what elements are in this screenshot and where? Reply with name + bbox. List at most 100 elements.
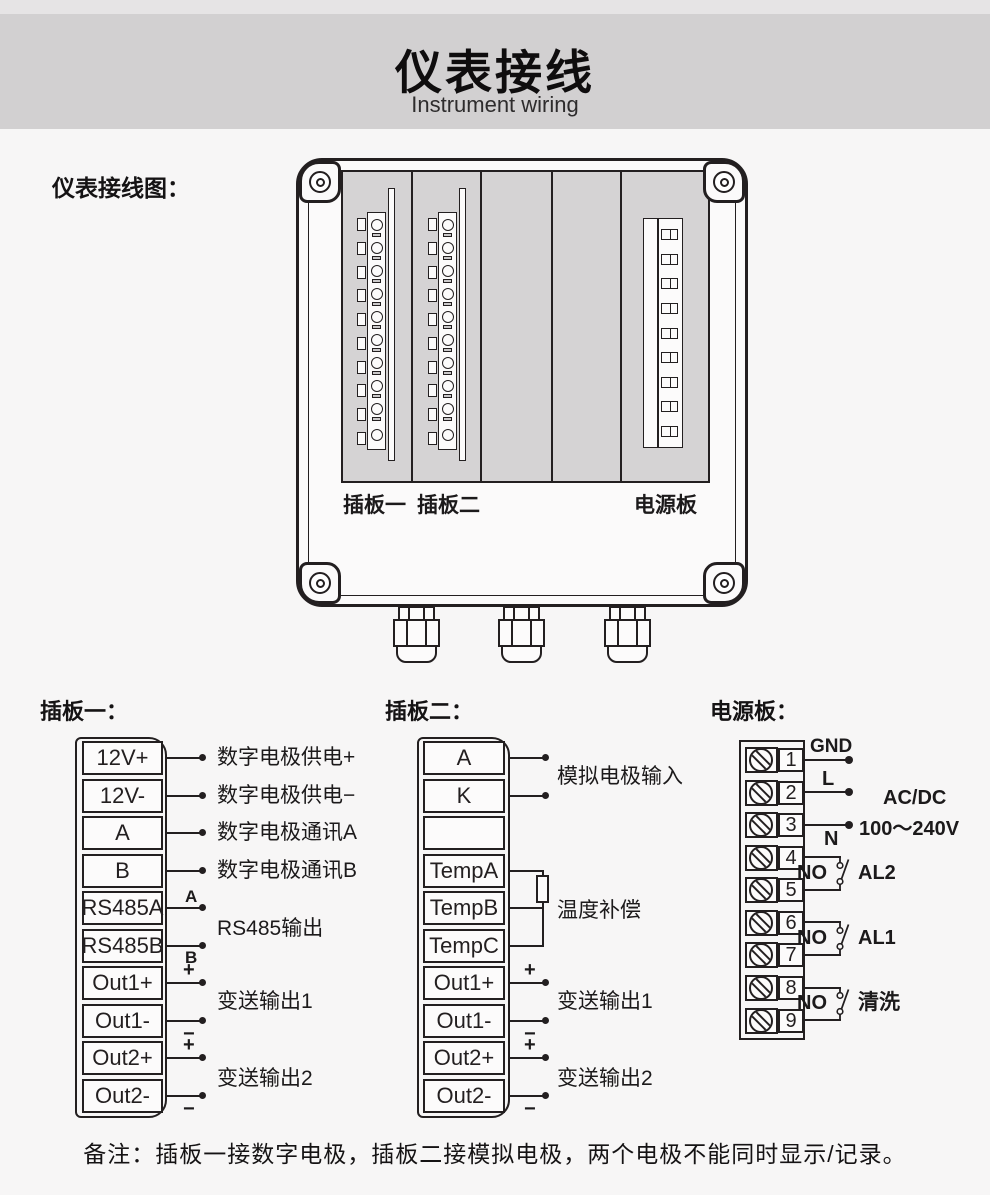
- board1-terminal-0: 12V+: [82, 741, 163, 775]
- junction-dot: [542, 1092, 549, 1099]
- sq-decoration: [428, 218, 437, 231]
- board2-analog-label: 模拟电极输入: [557, 765, 683, 788]
- page-subtitle: Instrument wiring: [411, 92, 579, 117]
- enclosure-power-label: 电源板: [634, 494, 697, 517]
- panel-divider: [411, 170, 413, 483]
- board2-temp-label: 温度补偿: [557, 899, 641, 922]
- wire: [167, 907, 200, 909]
- screw-icon: [749, 878, 773, 902]
- cable-gland: [498, 606, 545, 668]
- board1-terminal-9: Out2-: [82, 1079, 163, 1113]
- board2-out1-label: 变送输出1: [557, 990, 653, 1013]
- board2-terminal-8: Out2+: [423, 1041, 505, 1075]
- tunit-decoration: [439, 239, 456, 262]
- no-contact-label: NO: [797, 862, 827, 884]
- relay-contact-icon: [836, 922, 850, 955]
- power-terminal-9: 9: [778, 1009, 804, 1033]
- tunit-decoration: [439, 423, 456, 446]
- power-title: 电源板：: [710, 699, 799, 724]
- board1-wire-label-1: 数字电极供电−: [217, 784, 356, 807]
- junction-dot: [542, 1017, 549, 1024]
- neutral-label: N: [824, 828, 839, 850]
- board1-terminal-5: RS485B: [82, 929, 163, 963]
- power-terminal-4: 4: [778, 846, 804, 870]
- junction-dot: [542, 754, 549, 761]
- wire: [804, 1019, 841, 1021]
- remark-note: 备注：插板一接数字电极，插板二接模拟电极，两个电极不能同时显示/记录。: [83, 1141, 907, 1167]
- power-terminal-strip: [643, 218, 683, 448]
- board2-connector: [417, 737, 510, 1118]
- relay-al1-label: AL1: [858, 927, 896, 949]
- power-terminal-7: 7: [778, 943, 804, 967]
- temp-bus-wire: [542, 870, 544, 947]
- board1-terminal-3: B: [82, 854, 163, 888]
- cable-gland: [604, 606, 651, 668]
- pwrt-decoration: [661, 253, 678, 265]
- diagram-label: 仪表接线图：: [52, 175, 190, 201]
- rs485-a-annotation: A: [185, 887, 198, 906]
- sq-decoration: [428, 241, 437, 255]
- tunit-decoration: [368, 354, 385, 377]
- panel-divider: [551, 170, 553, 483]
- minus-annotation: −: [524, 1098, 536, 1120]
- power-terminal-1: 1: [778, 748, 804, 772]
- relay-clean-label: 清洗: [858, 991, 900, 1014]
- tunit-decoration: [368, 262, 385, 285]
- junction-dot: [542, 1054, 549, 1061]
- board1-wire-label-3: 数字电极通讯B: [217, 859, 358, 882]
- gland-nut: [393, 619, 440, 647]
- corner-tab: [703, 161, 745, 203]
- board2-terminal-4: TempB: [423, 891, 505, 925]
- sq-decoration: [428, 265, 437, 279]
- sq-decoration: [428, 408, 437, 422]
- tunit-decoration: [439, 262, 456, 285]
- board2-title: 插板二：: [385, 699, 474, 724]
- enclosure-board2-label: 插板二: [417, 494, 480, 517]
- board1-terminal-6: Out1+: [82, 966, 163, 1000]
- sq-decoration: [357, 408, 366, 422]
- board1-terminal-1: 12V-: [82, 779, 163, 813]
- panel-divider: [480, 170, 482, 483]
- board2-terminal-1: K: [423, 779, 505, 813]
- wire: [804, 954, 841, 956]
- minus-annotation: −: [183, 1098, 195, 1120]
- tunit-decoration: [439, 308, 456, 331]
- no-contact-label: NO: [797, 992, 827, 1014]
- tunit-decoration: [368, 216, 385, 239]
- tunit-decoration: [368, 308, 385, 331]
- plus-annotation: +: [524, 1034, 536, 1056]
- gland-nut: [498, 619, 545, 647]
- board2-terminal-6: Out1+: [423, 966, 505, 1000]
- cable-gland: [393, 606, 440, 668]
- board1-wire-label-2: 数字电极通讯A: [217, 821, 358, 844]
- power-terminal-6: 6: [778, 911, 804, 935]
- screw-icon: [713, 171, 735, 193]
- junction-dot: [199, 1092, 206, 1099]
- corner-tab: [299, 562, 341, 604]
- pwrt-decoration: [661, 426, 678, 437]
- junction-dot: [199, 1017, 206, 1024]
- sq-decoration: [357, 241, 366, 255]
- corner-tab: [703, 562, 745, 604]
- plus-annotation: +: [183, 1034, 195, 1056]
- sq-decoration: [428, 313, 437, 327]
- board2-card-edge: [459, 188, 466, 461]
- sq-decoration: [357, 289, 366, 303]
- sq-decoration: [357, 336, 366, 350]
- pwrt-decoration: [661, 401, 678, 413]
- wire: [804, 921, 841, 923]
- tunit-decoration: [368, 331, 385, 354]
- board1-terminal-4: RS485A: [82, 891, 163, 925]
- junction-dot: [199, 829, 206, 836]
- wire: [510, 1057, 543, 1059]
- wire: [804, 856, 841, 858]
- wire: [510, 757, 543, 759]
- pwrt-decoration: [661, 229, 678, 240]
- gland-cap: [396, 645, 437, 663]
- wire: [167, 870, 200, 872]
- enclosure-board1-label: 插板一: [343, 494, 406, 517]
- board2-terminal-strip: [438, 212, 457, 450]
- rs485-b-annotation: B: [185, 948, 198, 967]
- gland-cap: [501, 645, 542, 663]
- board2-terminal-0: A: [423, 741, 505, 775]
